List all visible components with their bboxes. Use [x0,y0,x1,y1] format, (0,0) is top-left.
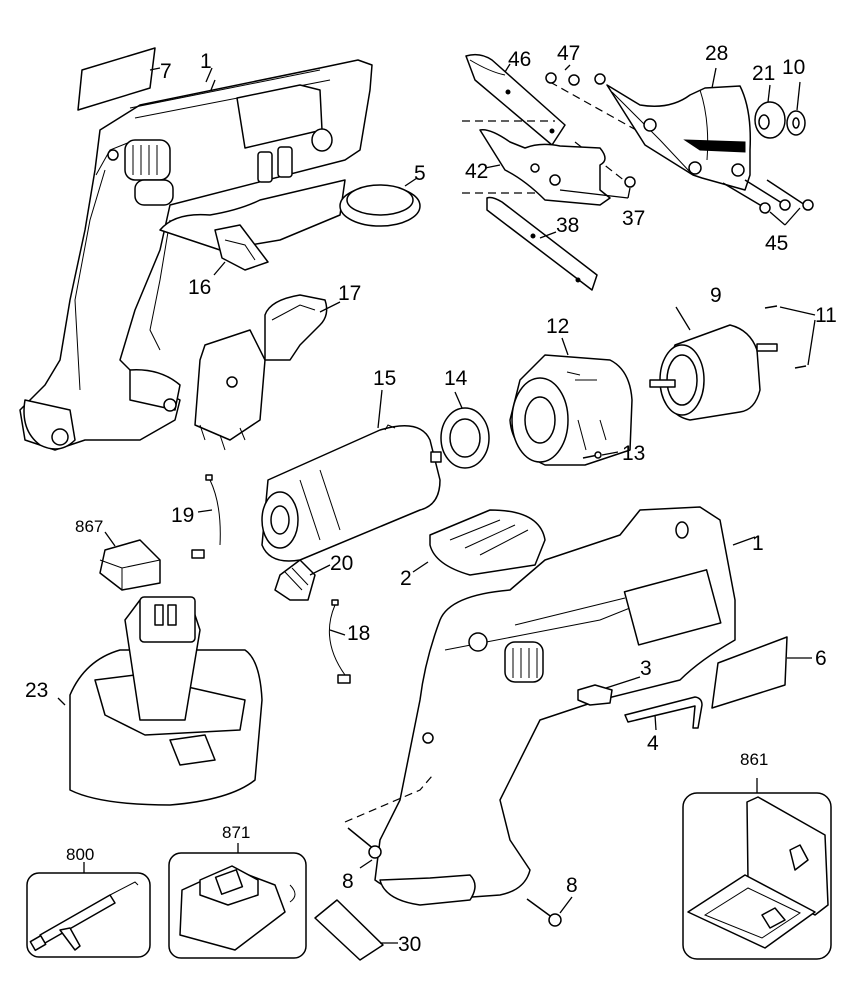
housing-half-left [19,59,373,451]
part-label-10: 10 [782,56,805,79]
part-label-45: 45 [765,232,788,255]
upper-blade-46 [465,53,566,146]
part-label-47: 47 [557,42,580,65]
part-label-20: 20 [330,552,353,575]
part-label-867: 867 [75,517,103,536]
part-label-5: 5 [414,162,426,185]
part-label-42: 42 [465,160,488,183]
part-label-12: 12 [546,315,569,338]
battery-cap-867 [99,539,161,591]
wire-lead-18 [328,599,351,684]
part-label-871: 871 [222,823,250,842]
lower-blade-38 [486,196,598,291]
screw-8-right [526,898,562,927]
label-6-sticker [711,636,788,709]
part-label-30: 30 [398,933,421,956]
clip-3 [577,684,613,706]
part-label-38: 38 [556,214,579,237]
part-label-4: 4 [647,732,659,755]
label-7-sticker [77,47,156,111]
switch-actuator-16 [214,224,269,271]
part-label-800: 800 [66,845,94,864]
ring-14 [440,407,490,469]
part-label-15: 15 [373,367,396,390]
part-label-21: 21 [752,62,775,85]
housing-half-right [374,506,736,906]
spacers-37 [549,174,636,188]
part-label-11: 11 [815,304,837,327]
bushing-21 [754,101,786,139]
part-label-8-left: 8 [342,870,354,893]
nuts-47 [545,72,606,86]
part-label-1-top: 1 [200,50,212,73]
vent-cover-2 [429,509,546,576]
screws-45 [722,179,814,214]
screw-8-left [347,827,382,859]
label-30-sticker [314,899,384,961]
part-label-861: 861 [740,750,768,769]
accessory-box-861 [682,792,832,960]
washer-10 [786,110,806,136]
wire-lead-19 [191,474,221,559]
gear-case-12 [509,354,633,466]
switch-17 [194,294,328,451]
shear-head-28 [606,84,752,191]
screw-13 [582,451,602,459]
center-blade-42 [479,129,611,206]
hex-key-4 [624,696,703,729]
part-label-16: 16 [188,276,211,299]
button-cap-5 [339,184,421,227]
part-label-28: 28 [705,42,728,65]
part-label-18: 18 [347,622,370,645]
part-label-2: 2 [400,567,412,590]
part-label-13: 13 [622,442,645,465]
part-label-19: 19 [171,504,194,527]
terminal-block-20 [274,559,316,601]
part-label-6: 6 [815,647,827,670]
part-label-3: 3 [640,657,652,680]
gearbox-9 [649,324,778,421]
part-label-14: 14 [444,367,468,390]
battery-pack-23 [69,596,263,806]
accessory-box-871 [168,852,307,959]
part-label-23: 23 [25,679,48,702]
part-label-17: 17 [338,282,361,305]
part-label-1-bottom: 1 [752,532,764,555]
accessory-box-800 [26,872,151,958]
screws-11 [764,305,807,369]
part-label-9: 9 [710,284,722,307]
part-label-7: 7 [160,60,172,83]
part-label-8-right: 8 [566,874,578,897]
part-label-46: 46 [508,48,531,71]
motor-15 [261,424,442,562]
part-label-37: 37 [622,207,645,230]
